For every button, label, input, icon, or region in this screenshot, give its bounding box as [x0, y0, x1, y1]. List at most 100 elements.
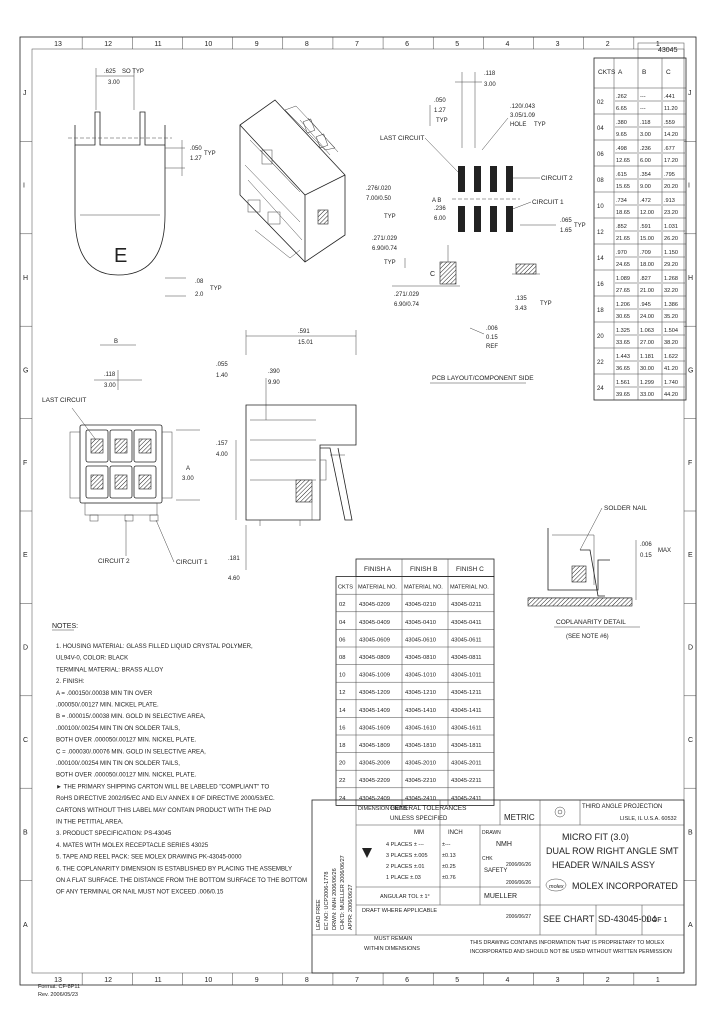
pcb-ref: REF [486, 344, 498, 350]
pcb-hole-note-2: 3.05/1.09 [510, 113, 536, 119]
ckt-table-cell: 1.740 [664, 380, 678, 386]
ckt-table-cell: .677 [664, 146, 675, 152]
dim-050-in: .050 [190, 146, 202, 152]
front-dim-mm: 3.00 [182, 476, 194, 482]
border-col-label: 1 [656, 41, 660, 48]
dim-so-typ: .625 [104, 69, 116, 75]
tb-proprietary-1: THIS DRAWING CONTAINS INFORMATION THAT I… [470, 940, 665, 946]
border-col-label: 9 [255, 41, 259, 48]
notes-block: NOTES: 1. HOUSING MATERIAL: GLASS FILLED… [52, 623, 307, 896]
part-table-header: FINISH B [410, 566, 437, 573]
ckt-table-cell: 38.20 [664, 340, 678, 346]
part-table-cell: 16 [339, 725, 345, 731]
border-row-label: H [23, 275, 28, 282]
ckt-table-cell: 30.00 [640, 366, 654, 372]
side-dim-157-mm: 4.00 [216, 452, 228, 458]
part-table-cell: 43045-2211 [451, 778, 482, 784]
ckt-table-ckts: 14 [597, 256, 604, 262]
front-dim-118-mm: 3.00 [104, 383, 116, 389]
ckt-table-cell: 14.20 [664, 132, 678, 138]
tb-title-3: HEADER W/NAILS ASSY [552, 860, 655, 870]
border-col-label: 5 [455, 977, 459, 984]
border-row-label: C [688, 737, 693, 744]
tb-approved: MUELLER [484, 893, 517, 900]
pcb-dim-236-mm: 6.00 [434, 216, 446, 222]
pcb-dim-271-b: .271/.029 [394, 292, 420, 298]
ckt-table-cell: 1.206 [616, 302, 630, 308]
part-table-subheader: MATERIAL NO. [404, 585, 443, 591]
ckt-table-header: CKTS [598, 69, 616, 76]
ckt-table-ckts: 02 [597, 100, 604, 106]
typ-label-2: TYP [210, 286, 222, 292]
ckt-table-cell: 23.20 [664, 210, 678, 216]
ckt-table-cell: 11.20 [664, 106, 678, 112]
border-col-label: 3 [556, 977, 560, 984]
front-last-circuit: LAST CIRCUIT [42, 397, 86, 404]
border-row-label: H [688, 275, 693, 282]
tb-sheet: 1 OF 1 [646, 917, 668, 924]
pcb-pad-array [452, 166, 520, 232]
ckt-table-cell: .970 [616, 250, 627, 256]
note-line: 4. MATES WITH MOLEX RECEPTACLE SERIES 43… [56, 842, 209, 849]
ckt-table-cell: 41.20 [664, 366, 678, 372]
ckt-table-cell: 32.20 [664, 288, 678, 294]
ckt-table-cell: 1.268 [664, 276, 678, 282]
border-row-label: I [23, 183, 25, 190]
note-line: .000100/.00254 MIN TIN ON SOLDER TAILS, [56, 725, 180, 732]
tb-draft-3: WITHIN DIMENSIONS [364, 946, 420, 952]
pcb-typ-5: TYP [540, 301, 552, 307]
tb-proprietary-2: INCORPORATED AND SHOULD NOT BE USED WITH… [470, 949, 672, 955]
tb-metric: METRIC [504, 813, 535, 822]
pcb-dim-276-mm: 7.00/0.50 [366, 196, 392, 202]
pcb-dim-118: .118 [484, 71, 496, 77]
side-view: .591 15.01 .055 1.40 .390 9.90 .157 4.00… [216, 329, 357, 582]
part-table-cell: 43045-2411 [451, 796, 482, 802]
part-table-cell: 24 [339, 796, 346, 802]
border-col-label: 6 [405, 41, 409, 48]
part-table-cell: 43045-1009 [359, 673, 390, 679]
note-line: BOTH OVER .000050/.00127 MIN. NICKEL PLA… [56, 737, 197, 744]
rev-history-line: DRWN: NMH 2006/06/26 [332, 868, 338, 930]
pcb-dim-276: .276/.020 [366, 186, 392, 192]
border-col-label: 2 [606, 977, 610, 984]
border-col-label: 13 [54, 41, 62, 48]
tb-logo-text: molex [549, 884, 564, 890]
note-line: .000050/.00127 MIN. NICKEL PLATE. [56, 702, 159, 709]
tb-places-2: 3 PLACES ±.005 [386, 853, 428, 859]
note-line: B = .000015/.00038 MIN. GOLD IN SELECTIV… [56, 713, 206, 720]
pcb-pad [474, 206, 481, 232]
ckt-table-cell: .441 [664, 94, 675, 100]
part-table-cell: 43045-0811 [451, 655, 482, 661]
note-line: A = .000150/.00038 MIN TIN OVER [56, 690, 153, 697]
tb-draft-1: DRAFT WHERE APPLICABLE [362, 908, 437, 914]
tb-see-chart: SEE CHART [543, 914, 595, 924]
ckt-table-ckts: 22 [597, 360, 604, 366]
ckt-table-cell: 24.00 [640, 314, 654, 320]
ckt-table-cell: .559 [664, 120, 675, 126]
ckt-table-cell: 44.20 [664, 392, 678, 398]
part-table-cell: 43045-1809 [359, 743, 390, 749]
border-col-label: 4 [505, 41, 509, 48]
pcb-pad [458, 206, 465, 232]
part-table-cell: 43045-0210 [405, 602, 436, 608]
part-table-cell: 43045-1611 [451, 725, 482, 731]
front-circuit-2: CIRCUIT 2 [98, 558, 130, 565]
tb-drawn-by: NMH [496, 841, 512, 848]
pcb-typ-3: TYP [384, 214, 396, 220]
tb-places-mm-2: ±0.13 [442, 853, 456, 859]
part-table-cell: 43045-2210 [405, 778, 436, 784]
border-col-label: 12 [104, 41, 112, 48]
note-line: 3. PRODUCT SPECIFICATION: PS-43045 [56, 830, 172, 837]
part-table-cell: 43045-2410 [405, 796, 436, 802]
pcb-pad [490, 166, 497, 192]
ckt-table-cell: 29.20 [664, 262, 678, 268]
pcb-dim-065: .065 [560, 218, 572, 224]
tb-safety: SAFETY [484, 868, 507, 874]
part-table-cell: 43045-0410 [405, 620, 436, 626]
pcb-dim-271-mm: 6.90/0.74 [372, 246, 398, 252]
part-table-cell: 43045-1010 [405, 673, 436, 679]
tb-draft-2: MUST REMAIN [374, 936, 412, 942]
border-row-label: A [23, 922, 28, 929]
